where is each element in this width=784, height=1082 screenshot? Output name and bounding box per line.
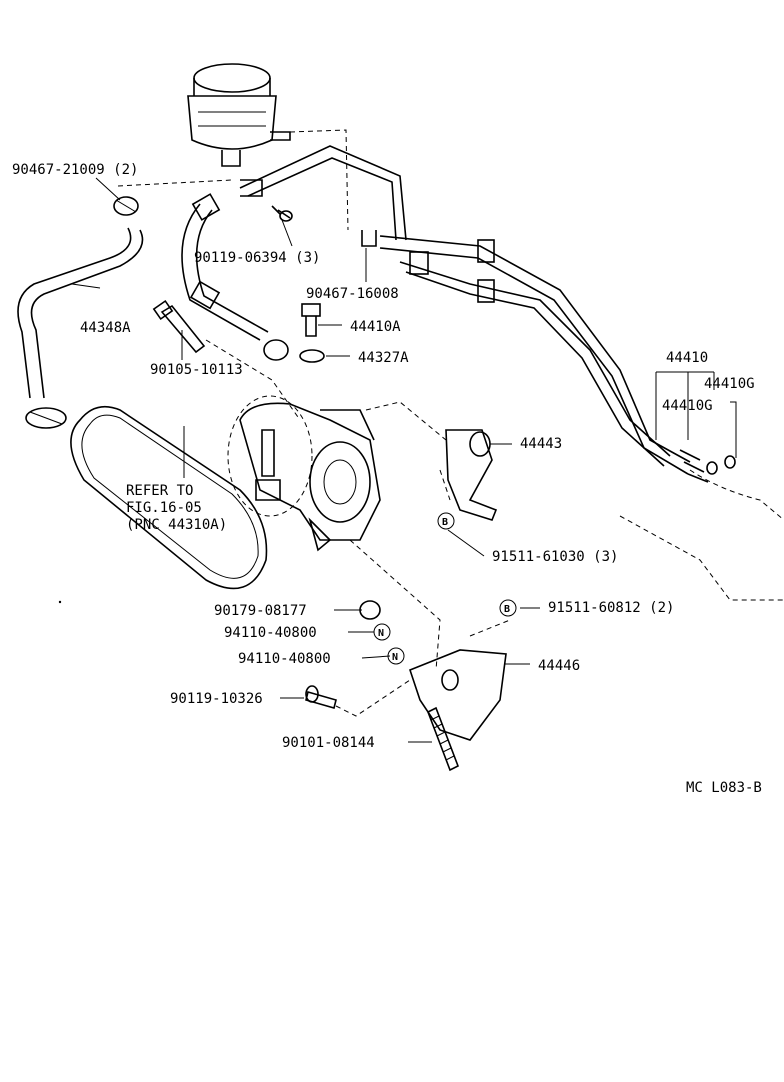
- bracket-44446: [409, 649, 507, 741]
- bolt-90119-10326: [305, 685, 337, 709]
- high-pressure-hose: [181, 145, 407, 361]
- label-44327a: 44327A: [358, 350, 409, 366]
- label-44410g-right: 44410G: [704, 376, 755, 392]
- speck-mark: [58, 600, 62, 604]
- relation-lines: [117, 129, 511, 717]
- stud-90101: [426, 706, 460, 772]
- label-44446: 44446: [538, 658, 580, 674]
- label-44410a: 44410A: [350, 319, 401, 335]
- label-90119-06394: 90119-06394 (3): [194, 250, 320, 266]
- label-91511-60812: 91511-60812 (2): [548, 600, 674, 616]
- label-90119-10326: 90119-10326: [170, 691, 263, 707]
- leader-lines: [71, 177, 737, 743]
- badge-n-lower: N: [387, 647, 405, 665]
- svg-text:N: N: [378, 628, 384, 639]
- union-bolt: [301, 303, 321, 337]
- label-91511-61030: 91511-61030 (3): [492, 549, 618, 565]
- label-44348a: 44348A: [80, 320, 131, 336]
- svg-text:N: N: [392, 652, 398, 663]
- clip: [361, 230, 377, 247]
- label-94110-40800-upper: 94110-40800: [224, 625, 317, 641]
- label-90467-16008: 90467-16008: [306, 286, 399, 302]
- badge-b-upper: B: [437, 512, 455, 530]
- badge-n-upper: N: [373, 623, 391, 641]
- refer-note-line3: (PNC 44310A): [126, 517, 227, 533]
- return-hose: [17, 227, 144, 429]
- label-44443: 44443: [520, 436, 562, 452]
- drive-belt: [70, 405, 268, 590]
- refer-note-line2: FIG.16-05: [126, 500, 202, 516]
- pressure-tubes: [379, 235, 736, 483]
- label-90105-10113: 90105-10113: [150, 362, 243, 378]
- steering-gear-outline: [619, 469, 784, 601]
- svg-text:B: B: [504, 604, 510, 615]
- label-90101-08144: 90101-08144: [282, 735, 375, 751]
- svg-text:B: B: [442, 517, 448, 528]
- label-94110-40800-lower: 94110-40800: [238, 651, 331, 667]
- label-90467-21009: 90467-21009 (2): [12, 162, 138, 178]
- bracket-44443: [445, 429, 498, 521]
- reservoir-tank: [187, 63, 291, 167]
- bolt-90105: [152, 299, 206, 354]
- nut-90179: [359, 600, 381, 620]
- gasket: [299, 349, 325, 363]
- refer-note-line1: REFER TO: [126, 483, 193, 499]
- label-44410: 44410: [666, 350, 708, 366]
- diagram-code: MC L083-B: [686, 780, 762, 796]
- hose-clamp-upper: [113, 196, 139, 216]
- label-90179-08177: 90179-08177: [214, 603, 307, 619]
- label-44410g: 44410G: [662, 398, 713, 414]
- small-bolt: [271, 205, 293, 222]
- badge-b-right: B: [499, 599, 517, 617]
- refer-note: REFER TO FIG.16-05 (PNC 44310A): [126, 483, 227, 533]
- power-steering-pump: [227, 395, 381, 552]
